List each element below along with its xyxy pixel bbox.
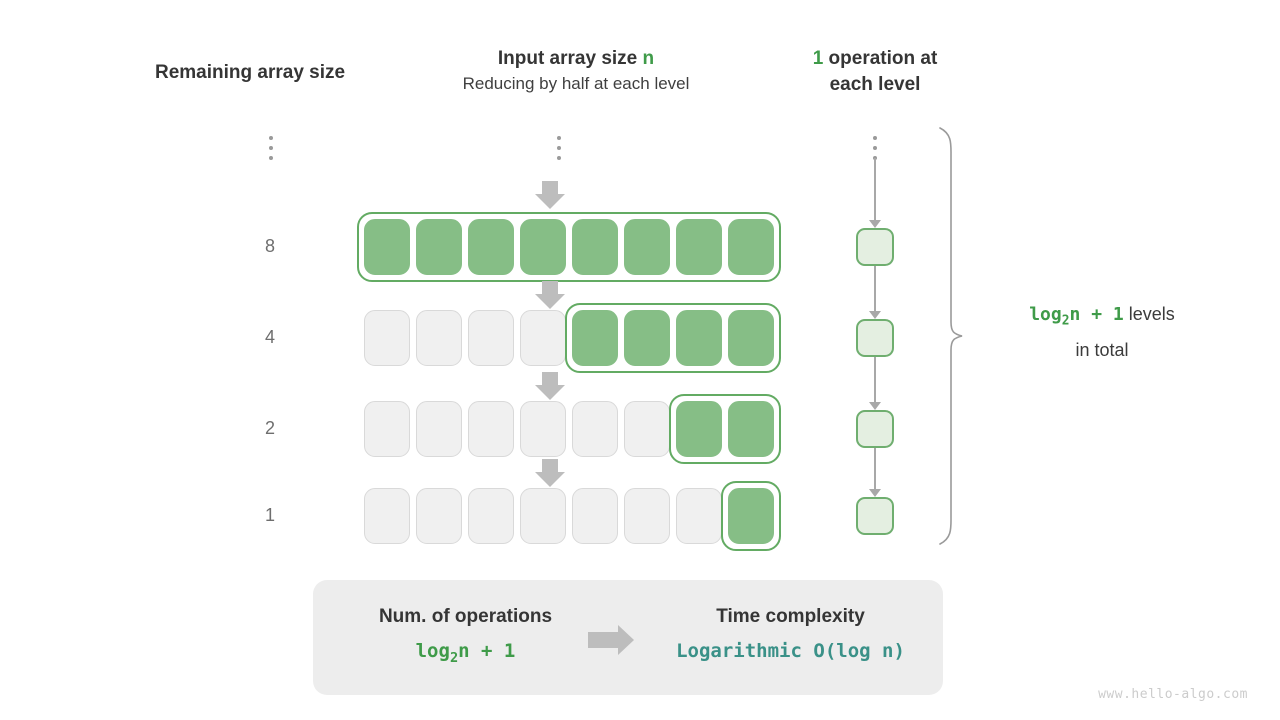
array-cell-inactive [364,401,410,457]
array-cell-active [728,488,774,544]
array-cell-inactive [416,310,462,366]
header-operations-line1-rest: operation at [823,48,938,69]
summary-complexity-column: Time complexity Logarithmic O(log n) [658,602,923,671]
operation-connector-arrow-icon [869,266,881,319]
summary-operations-column: Num. of operations log2n + 1 [333,602,598,677]
halving-down-arrow-icon [535,181,565,209]
header-input-array-size: Input array size n Reducing by half at e… [420,46,732,96]
level-size-label: 8 [264,236,275,256]
array-cell-active [728,401,774,457]
array-cell-inactive [468,488,514,544]
level-size-label: 2 [264,418,275,438]
array-cell-active [676,219,722,275]
total-levels-note: log2n + 1 levels in total [972,300,1232,364]
summary-operations-value: log2n + 1 [333,632,598,677]
array-cell-inactive [416,488,462,544]
level-label-ellipsis [266,136,276,166]
header-operations-line2: each level [829,74,921,95]
halving-down-arrow-icon [535,372,565,400]
header-operations-count: 1 [812,48,824,69]
array-cell-inactive [676,488,722,544]
array-cell-inactive [624,488,670,544]
array-cell-inactive [520,488,566,544]
array-cell-inactive [520,401,566,457]
summary-complexity-title: Time complexity [716,606,865,627]
array-cell-active [624,310,670,366]
array-cell-inactive [624,401,670,457]
array-cell-active [520,219,566,275]
total-levels-line1: log2n + 1 levels [972,300,1232,336]
array-cell-inactive [416,401,462,457]
header-operations-per-level: 1 operation at each level [778,46,972,98]
array-cell-inactive [468,401,514,457]
array-cell-inactive [520,310,566,366]
halving-down-arrow-icon [535,459,565,487]
array-cell-active [572,310,618,366]
watermark-url: www.hello-algo.com [1098,687,1248,702]
summary-operations-title: Num. of operations [378,606,553,627]
header-input-prefix: Input array size [497,48,643,69]
operation-box [856,319,894,357]
array-ellipsis [554,136,564,166]
operation-connector-arrow-icon [869,158,881,228]
summary-operations-formula: log2n + 1 [415,640,516,666]
array-cell-active [728,219,774,275]
array-cell-inactive [572,488,618,544]
total-levels-line2: in total [1075,339,1129,360]
array-row [357,212,781,282]
array-row [364,394,781,464]
array-cell-active [624,219,670,275]
header-remaining-array-size: Remaining array size [155,60,385,86]
level-size-label: 1 [264,505,275,525]
total-levels-formula: log2n + 1 [1029,304,1124,329]
array-cell-active [468,219,514,275]
header-operations-line1: 1 operation at [778,46,972,72]
array-cell-inactive [364,310,410,366]
array-cell-active [572,219,618,275]
total-levels-suffix: levels [1123,304,1175,324]
header-input-variable-n: n [642,48,655,69]
array-cell-active [416,219,462,275]
operation-box [856,410,894,448]
summary-right-arrow-icon [588,625,640,655]
array-cell-active [676,310,722,366]
array-cell-active [676,401,722,457]
operation-box [856,228,894,266]
halving-down-arrow-icon [535,281,565,309]
level-size-label: 4 [264,327,275,347]
array-cell-active [728,310,774,366]
array-cell-inactive [468,310,514,366]
array-row [364,481,781,551]
header-input-array-size-title: Input array size n [420,46,732,72]
operation-connector-arrow-icon [869,357,881,410]
total-levels-brace-icon [939,127,963,545]
header-input-subtitle: Reducing by half at each level [462,74,690,93]
array-cell-inactive [364,488,410,544]
array-row [364,303,781,373]
operation-connector-arrow-icon [869,448,881,497]
array-cell-active [364,219,410,275]
header-remaining-array-size-text: Remaining array size [155,62,346,83]
array-cell-inactive [572,401,618,457]
summary-complexity-value: Logarithmic O(log n) [658,632,923,671]
operation-box [856,497,894,535]
summary-complexity-text: Logarithmic O(log n) [676,640,905,662]
